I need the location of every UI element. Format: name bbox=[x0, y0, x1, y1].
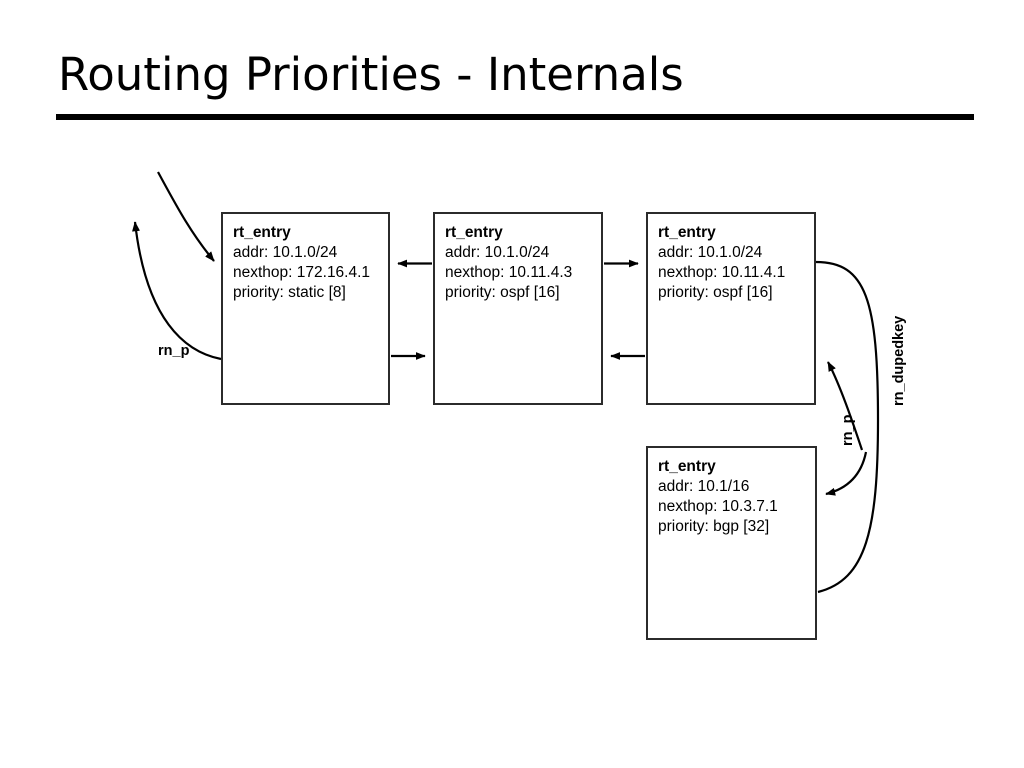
arrow-rn-p-ospfb-to-bgp bbox=[825, 451, 868, 496]
rt-entry-title: rt_entry bbox=[233, 224, 291, 241]
rt-entry-field-priority: priority: bgp [32] bbox=[658, 518, 770, 535]
rt-entry-field-nexthop: nexthop: 172.16.4.1 bbox=[233, 264, 371, 281]
rt-entry-node-bgp-body: rt_entry addr: 10.1/16 nexthop: 10.3.7.1… bbox=[648, 448, 815, 537]
rt-entry-field-priority: priority: ospf [16] bbox=[445, 284, 560, 301]
rt-entry-node-ospf-a-body: rt_entry addr: 10.1.0/24 nexthop: 10.11.… bbox=[435, 214, 601, 303]
title-divider bbox=[56, 114, 974, 120]
rt-entry-field-nexthop: nexthop: 10.11.4.3 bbox=[445, 264, 573, 281]
edge-label-rn-p-left: rn_p bbox=[158, 343, 190, 359]
rt-entry-title: rt_entry bbox=[658, 224, 716, 241]
rt-entry-node-ospf-b-body: rt_entry addr: 10.1.0/24 nexthop: 10.11.… bbox=[648, 214, 814, 303]
arrow-rn-dupedkey bbox=[815, 260, 880, 594]
page-title: Routing Priorities - Internals bbox=[58, 48, 684, 101]
rt-entry-field-addr: addr: 10.1.0/24 bbox=[233, 244, 338, 261]
rt-entry-node-ospf-a[interactable]: rt_entry addr: 10.1.0/24 nexthop: 10.11.… bbox=[433, 212, 603, 405]
rt-entry-node-bgp[interactable]: rt_entry addr: 10.1/16 nexthop: 10.3.7.1… bbox=[646, 446, 817, 640]
arrow-rn-p-bgp-to-ospfb bbox=[827, 361, 864, 451]
rt-entry-field-addr: addr: 10.1/16 bbox=[658, 478, 750, 495]
arrow-static-rn-p-up bbox=[132, 221, 222, 361]
rt-entry-field-nexthop: nexthop: 10.3.7.1 bbox=[658, 498, 778, 515]
edge-label-rn-p-right: rn_p bbox=[840, 414, 856, 446]
edge-label-rn-dupedkey: rn_dupedkey bbox=[891, 315, 907, 406]
page-title-wrap: Routing Priorities - Internals bbox=[58, 48, 978, 102]
rt-entry-field-priority: priority: static [8] bbox=[233, 284, 346, 301]
arrow-parent-into-static bbox=[157, 171, 215, 262]
rt-entry-field-addr: addr: 10.1.0/24 bbox=[658, 244, 763, 261]
rt-entry-node-ospf-b[interactable]: rt_entry addr: 10.1.0/24 nexthop: 10.11.… bbox=[646, 212, 816, 405]
rt-entry-field-priority: priority: ospf [16] bbox=[658, 284, 773, 301]
rt-entry-title: rt_entry bbox=[445, 224, 503, 241]
rt-entry-node-static-body: rt_entry addr: 10.1.0/24 nexthop: 172.16… bbox=[223, 214, 388, 303]
rt-entry-field-addr: addr: 10.1.0/24 bbox=[445, 244, 550, 261]
rt-entry-field-nexthop: nexthop: 10.11.4.1 bbox=[658, 264, 786, 281]
rt-entry-title: rt_entry bbox=[658, 458, 716, 475]
rt-entry-node-static[interactable]: rt_entry addr: 10.1.0/24 nexthop: 172.16… bbox=[221, 212, 390, 405]
